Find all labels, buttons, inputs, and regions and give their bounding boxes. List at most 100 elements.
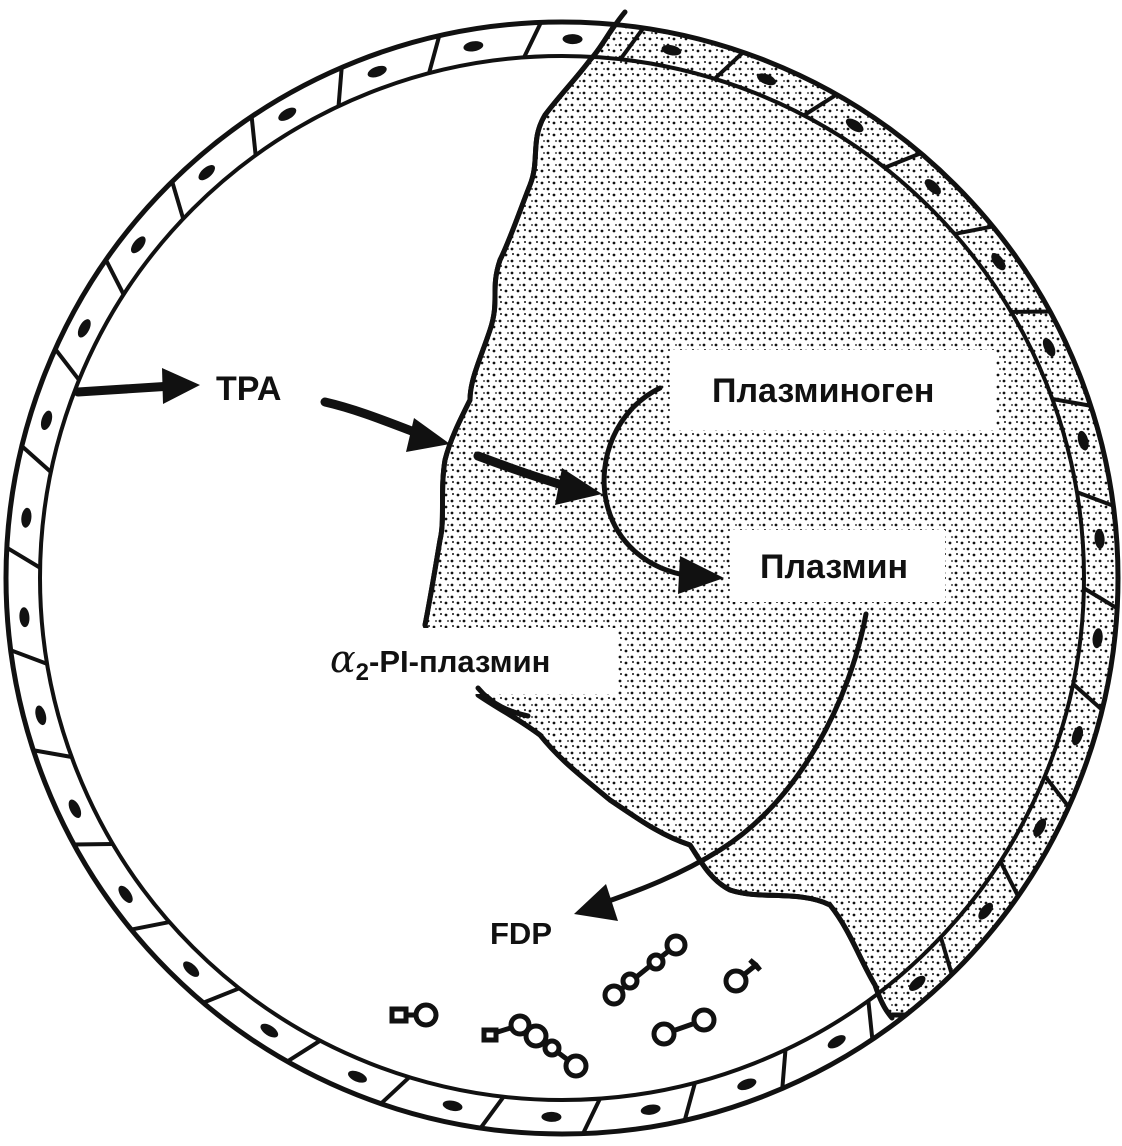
endothelial-cell-layer bbox=[5, 21, 1119, 1135]
cell-divider bbox=[20, 444, 53, 474]
cell-divider bbox=[478, 1095, 506, 1130]
cell-divider bbox=[1071, 682, 1104, 712]
cell-nucleus bbox=[260, 1023, 279, 1038]
arrow-plasmin-to-fdp bbox=[603, 611, 869, 905]
fdp-fragment bbox=[389, 1002, 439, 1028]
cell-nucleus bbox=[978, 902, 994, 920]
cell-divider bbox=[53, 347, 81, 382]
cell-divider bbox=[866, 1000, 875, 1040]
cell-nucleus bbox=[661, 44, 682, 56]
cell-nucleus bbox=[845, 118, 864, 133]
cell-divider bbox=[802, 92, 838, 118]
arrow-plasmin-to-fdp-head bbox=[574, 884, 618, 921]
alpha2-pi-plasmin-label: α2-PI-плазмин bbox=[330, 637, 550, 686]
arrow-to-conversion-head bbox=[555, 468, 602, 505]
cell-nucleus bbox=[737, 1078, 757, 1091]
cell-nucleus bbox=[35, 705, 47, 726]
arrow-wall-to-tpa bbox=[73, 381, 177, 397]
alpha-rest: -PI-плазмин bbox=[369, 644, 550, 679]
cell-divider bbox=[202, 986, 241, 1005]
cell-nucleus bbox=[1094, 528, 1105, 549]
alpha-plasmin-label-box bbox=[318, 628, 618, 694]
cell-nucleus bbox=[924, 179, 941, 195]
cell-nucleus bbox=[991, 253, 1006, 271]
plasminogen-label-box bbox=[672, 350, 994, 430]
cell-divider bbox=[336, 67, 344, 107]
fdp-fragment bbox=[523, 1023, 589, 1079]
cell-divider bbox=[1076, 490, 1114, 508]
plasminogen-label: Плазминоген bbox=[712, 372, 934, 410]
cell-divider bbox=[170, 180, 186, 220]
cell-nucleus bbox=[21, 507, 32, 528]
alpha-symbol: α bbox=[330, 637, 356, 681]
cell-nucleus bbox=[77, 319, 91, 338]
fibrin-clot-region bbox=[422, 20, 1120, 1018]
cell-nucleus bbox=[1092, 628, 1103, 649]
vessel-inner-wall bbox=[38, 54, 1086, 1102]
cell-nucleus bbox=[183, 961, 200, 977]
cell-divider bbox=[130, 920, 170, 932]
alpha-plasmin-tail bbox=[475, 685, 531, 719]
cell-divider bbox=[780, 1049, 788, 1089]
cell-nucleus bbox=[1033, 818, 1047, 837]
cell-nucleus bbox=[827, 1035, 846, 1049]
cell-divider bbox=[249, 116, 258, 156]
alpha-subscript: 2 bbox=[356, 659, 369, 686]
cell-divider bbox=[104, 259, 126, 296]
cell-divider bbox=[286, 1038, 322, 1064]
cell-divider bbox=[10, 648, 48, 666]
cell-nucleus bbox=[348, 1070, 367, 1083]
cell-nucleus bbox=[40, 410, 53, 431]
arrow-plasminogen-to-plasmin bbox=[601, 385, 693, 579]
cell-nucleus bbox=[278, 107, 297, 121]
cell-divider bbox=[33, 748, 72, 759]
tpa-label: TPA bbox=[216, 370, 281, 408]
arrow-tpa-to-clot bbox=[320, 397, 430, 441]
cell-nucleus bbox=[909, 975, 926, 991]
cell-nucleus bbox=[68, 799, 82, 819]
arrow-plasminogen-to-plasmin-head bbox=[678, 556, 724, 594]
cell-divider bbox=[998, 860, 1020, 897]
cell-nucleus bbox=[367, 65, 387, 78]
cell-divider bbox=[379, 1075, 411, 1106]
cell-divider bbox=[713, 50, 745, 81]
vessel-outer-wall bbox=[3, 19, 1121, 1137]
plasmin-label-box bbox=[730, 530, 945, 602]
cell-divider bbox=[883, 151, 922, 170]
cell-nucleus bbox=[118, 885, 133, 903]
cell-divider bbox=[5, 545, 42, 570]
arrow-tpa-to-clot-head bbox=[406, 418, 450, 452]
clot-lower-boundary-line bbox=[475, 692, 895, 1021]
cell-nucleus bbox=[1071, 725, 1084, 746]
cell-nucleus bbox=[19, 607, 30, 628]
clot-boundary-line bbox=[422, 9, 628, 628]
cell-nucleus bbox=[1077, 430, 1089, 451]
cell-nucleus bbox=[442, 1100, 463, 1112]
cell-nucleus bbox=[1042, 337, 1056, 357]
cell-divider bbox=[938, 936, 954, 976]
cell-nucleus bbox=[130, 236, 146, 254]
fdp-label: FDP bbox=[490, 916, 552, 951]
cell-divider bbox=[581, 1097, 602, 1135]
cell-divider bbox=[1082, 586, 1119, 611]
arrow-wall-to-tpa-head bbox=[162, 368, 200, 404]
cell-nucleus bbox=[463, 41, 484, 52]
cell-divider bbox=[1043, 774, 1071, 809]
cell-divider bbox=[427, 35, 442, 74]
fdp-fragment bbox=[723, 958, 762, 994]
cell-nucleus bbox=[757, 73, 776, 86]
cell-divider bbox=[1052, 397, 1091, 408]
cell-nucleus bbox=[562, 34, 583, 45]
fdp-fragment bbox=[602, 933, 688, 1007]
cell-nucleus bbox=[541, 1111, 562, 1122]
cell-divider bbox=[954, 224, 994, 236]
fdp-fragment bbox=[651, 1007, 717, 1047]
plasmin-label: Плазмин bbox=[760, 548, 908, 586]
cell-nucleus bbox=[198, 165, 215, 181]
fdp-fragments bbox=[389, 933, 762, 1079]
cell-divider bbox=[682, 1082, 697, 1121]
cell-nucleus bbox=[640, 1104, 661, 1115]
fdp-fragment bbox=[481, 1013, 532, 1043]
